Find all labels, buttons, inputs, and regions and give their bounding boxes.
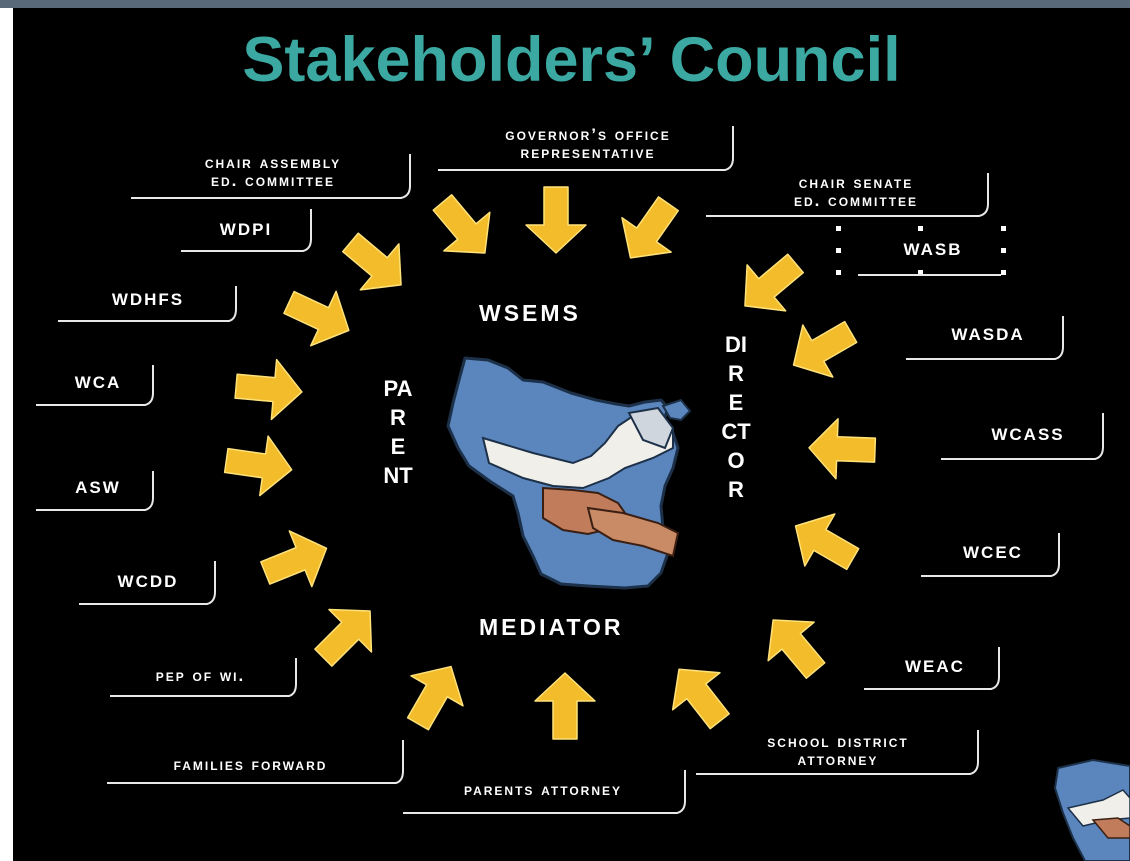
label-wca: WCA [74,373,122,392]
bracket-wdhfs [58,286,237,322]
bracket-school-district [696,730,979,775]
bracket-wcass [941,413,1104,460]
label-brackets [36,126,1104,814]
center-label-right: DIRECTOR [721,332,751,502]
label-asw: ASW [75,478,121,497]
bracket-weac [864,647,1000,690]
wasb-selection-handles [836,226,1006,275]
slide: Stakeholders’ Council [13,8,1130,861]
label-wasb: WASB [903,240,963,259]
bracket-chair-assembly [131,154,411,199]
bracket-asw [36,471,154,511]
slide-top-bar [0,0,1130,8]
slide-title: Stakeholders’ Council [242,25,901,95]
corner-map-image [1053,758,1130,861]
label-wdpi: WDPI [219,220,273,239]
wisconsin-handshake-image [446,356,692,590]
label-wcec: WCEC [963,543,1023,562]
bracket-chair-senate [706,173,989,217]
center-label-bottom: MEDIATOR [479,614,624,640]
bracket-wcec [921,533,1060,577]
bracket-parents-attorney [403,770,686,814]
label-school-district-attorney: School District Attorney [767,732,909,769]
label-wcdd: WCDD [117,572,179,591]
label-wasda: WASDA [951,325,1025,344]
label-governors-office: Governor’s Office Representative [505,125,671,162]
bracket-wca [36,365,154,406]
label-weac: WEAC [905,657,965,676]
label-families-forward: Families Forward [173,755,328,774]
center-label-left: PARENT [383,376,413,488]
label-pep: PEP of WI. [155,666,246,685]
bracket-families-forward [107,740,404,784]
center-label-top: WSEMS [479,300,581,326]
bracket-pep [110,658,297,697]
label-parents-attorney: Parents Attorney [463,780,623,799]
bracket-wdpi [181,209,312,252]
label-wdhfs: WDHFS [111,290,185,309]
bracket-wasda [906,316,1064,360]
label-wcass: WCASS [991,425,1065,444]
label-chair-assembly: Chair Assembly Ed. Committee [204,153,342,190]
label-chair-senate: Chair Senate Ed. Committee [793,173,919,210]
bracket-governors-office [438,126,734,171]
bracket-wcdd [79,561,216,605]
